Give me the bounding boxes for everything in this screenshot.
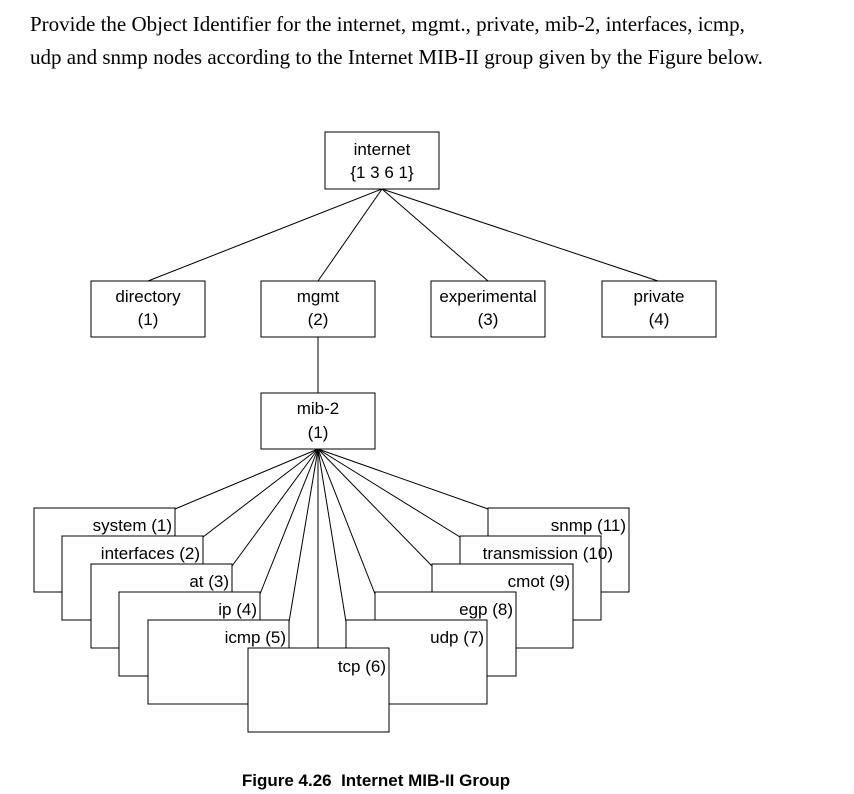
group-label-tcp: tcp (6) bbox=[338, 657, 386, 676]
experimental-num: (3) bbox=[478, 310, 499, 329]
internet-label: internet bbox=[354, 140, 411, 159]
group-label-egp: egp (8) bbox=[459, 600, 513, 619]
group-label-at: at (3) bbox=[189, 572, 229, 591]
question-text: Provide the Object Identifier for the in… bbox=[30, 8, 830, 74]
group-label-system: system (1) bbox=[93, 516, 172, 535]
internet-edges bbox=[147, 188, 659, 282]
group-label-snmp: snmp (11) bbox=[551, 516, 626, 535]
tcp-box bbox=[247, 647, 390, 733]
right-group-boxes bbox=[345, 507, 630, 705]
internet-oid: {1 3 6 1} bbox=[350, 163, 414, 182]
question-line-2: udp and snmp nodes according to the Inte… bbox=[30, 45, 763, 69]
mib2-label: mib-2 bbox=[297, 399, 340, 418]
mgmt-num: (2) bbox=[308, 310, 329, 329]
group-label-interfaces: interfaces (2) bbox=[101, 544, 200, 563]
group-label-ip: ip (4) bbox=[218, 600, 257, 619]
directory-label: directory bbox=[115, 287, 181, 306]
group-label-udp: udp (7) bbox=[430, 628, 484, 647]
directory-num: (1) bbox=[138, 310, 159, 329]
mib2-node bbox=[260, 392, 376, 450]
private-label: private bbox=[633, 287, 684, 306]
mgmt-label: mgmt bbox=[297, 287, 340, 306]
left-group-boxes bbox=[33, 507, 290, 705]
question-line-1: Provide the Object Identifier for the in… bbox=[30, 12, 745, 36]
group-label-cmot: cmot (9) bbox=[508, 572, 570, 591]
mib2-num: (1) bbox=[308, 423, 329, 442]
private-num: (4) bbox=[649, 310, 670, 329]
directory-node bbox=[90, 280, 206, 338]
mib2-fan-edges bbox=[174, 448, 489, 648]
group-label-icmp: icmp (5) bbox=[225, 628, 286, 647]
figure-caption: Figure 4.26 Internet MIB-II Group bbox=[242, 771, 510, 790]
internet-node bbox=[324, 131, 440, 190]
experimental-node bbox=[430, 280, 546, 338]
group-label-transmission: transmission (10) bbox=[483, 544, 613, 563]
mgmt-node bbox=[260, 280, 376, 338]
experimental-label: experimental bbox=[439, 287, 536, 306]
private-node bbox=[601, 280, 717, 338]
